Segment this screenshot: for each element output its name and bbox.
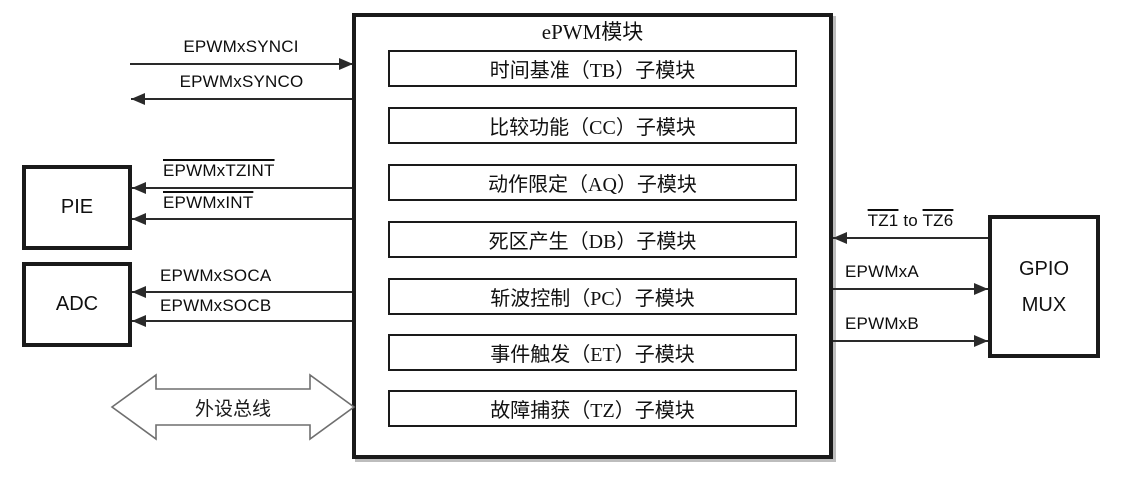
pie-box: PIE (22, 165, 132, 250)
epwmxa-arrowhead-icon (974, 283, 988, 295)
gpio-mux-label-line1: GPIO (1018, 257, 1069, 280)
epwmxtzint-line (132, 187, 352, 189)
submodule-box-pc: 斩波控制（PC）子模块 (388, 278, 797, 315)
epwmxsynco-label: EPWMxSYNCO (179, 72, 304, 91)
adc-box: ADC (22, 262, 132, 347)
epwm-module-title: ePWM模块 (541, 20, 644, 44)
tz1-label: TZ1 (867, 211, 899, 230)
epwmxsocb-line (132, 320, 352, 322)
gpio-mux-label: GPIO MUX (1019, 251, 1069, 323)
epwmxsoca-line (132, 291, 352, 293)
gpio-mux-box: GPIO MUX (988, 215, 1100, 358)
epwmxsynco-line (131, 98, 352, 100)
epwmxtzint-label: EPWMxTZINT (163, 161, 275, 180)
submodule-box-tz: 故障捕获（TZ）子模块 (388, 390, 797, 427)
epwmxint-line (132, 218, 352, 220)
peripheral-bus-arrow (110, 373, 356, 441)
tz6-label: TZ6 (922, 211, 954, 230)
epwmxtzint-arrowhead-icon (132, 182, 146, 194)
epwmxsynci-line (130, 63, 352, 65)
epwmxsynci-arrowhead-icon (339, 58, 353, 70)
epwmxa-line (833, 288, 988, 290)
tz-to-label: to (898, 211, 923, 230)
epwmxint-label: EPWMxINT (163, 193, 254, 212)
tz-range-arrowhead-icon (833, 232, 847, 244)
epwmxsynci-label: EPWMxSYNCI (183, 37, 299, 56)
submodule-box-db: 死区产生（DB）子模块 (388, 221, 797, 258)
epwmxa-label: EPWMxA (845, 262, 919, 281)
epwmxsynco-arrowhead-icon (131, 93, 145, 105)
submodule-box-et: 事件触发（ET）子模块 (388, 334, 797, 371)
epwmxb-label: EPWMxB (845, 314, 919, 333)
peripheral-bus-label: 外设总线 (194, 398, 271, 420)
epwmxb-line (833, 340, 988, 342)
submodule-box-aq: 动作限定（AQ）子模块 (388, 164, 797, 201)
epwmxsocb-arrowhead-icon (132, 315, 146, 327)
submodule-box-cc: 比较功能（CC）子模块 (388, 107, 797, 144)
epwmxint-arrowhead-icon (132, 213, 146, 225)
tz-range-line (833, 237, 988, 239)
epwmxsoca-label: EPWMxSOCA (160, 266, 272, 285)
gpio-mux-label-line2: MUX (1021, 293, 1067, 316)
tz-range-label: TZ1 to TZ6 (833, 211, 988, 231)
epwmxsoca-arrowhead-icon (132, 286, 146, 298)
submodule-box-tb: 时间基准（TB）子模块 (388, 50, 797, 87)
epwmxb-arrowhead-icon (974, 335, 988, 347)
epwmxsocb-label: EPWMxSOCB (160, 296, 272, 315)
